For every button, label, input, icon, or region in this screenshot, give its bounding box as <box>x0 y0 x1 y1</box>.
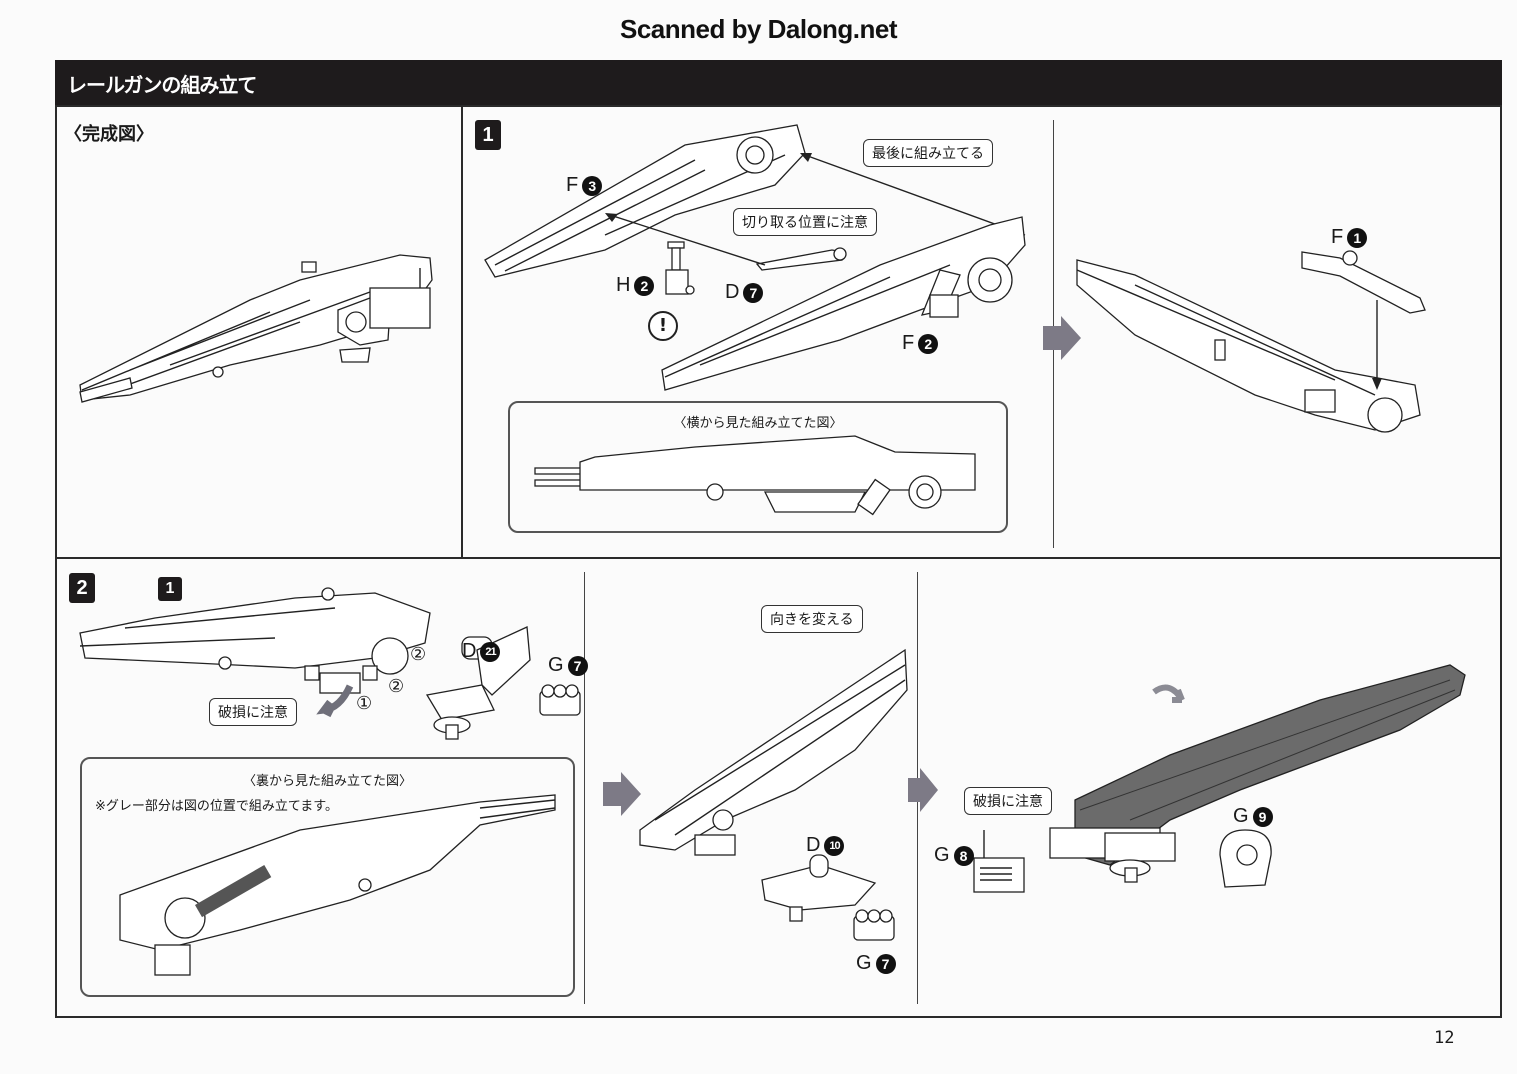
step1-part-f3-illustration <box>484 124 806 278</box>
scan-watermark: Scanned by Dalong.net <box>620 14 898 44</box>
rotate-hint-icon <box>1152 684 1185 703</box>
completed-railgun-illustration <box>79 254 433 403</box>
final-base-illustration <box>1049 827 1176 883</box>
callout-damage-warning-2: 破損に注意 <box>964 787 1052 815</box>
step2-railgun-illustration <box>79 587 431 694</box>
warning-icon: ! <box>648 311 678 341</box>
divider-completed-step1 <box>461 106 463 559</box>
next-arrow-icon <box>1043 316 1081 360</box>
step2-rotated-railgun-illustration <box>639 648 908 856</box>
side-view-caption: 〈横から見た組み立てた図〉 <box>673 416 843 431</box>
part-g7-illustration-2 <box>853 909 895 941</box>
step2-final-railgun-illustration <box>1074 664 1466 866</box>
callout-damage-warning: 破損に注意 <box>209 698 297 726</box>
side-view-illustration <box>534 435 976 516</box>
next-arrow-icon-3 <box>908 768 938 812</box>
part-g8-illustration <box>973 830 1025 893</box>
back-view-caption: 〈裏から見た組み立てた図〉 <box>242 774 412 789</box>
divider-step2-a <box>584 572 585 1004</box>
page-number: 12 <box>1434 1028 1455 1048</box>
arrow-d7-to-f3 <box>605 213 766 266</box>
order-mark-1: ① <box>356 693 373 714</box>
part-d10-illustration <box>761 854 877 922</box>
callout-change-direction: 向きを変える <box>761 605 863 633</box>
section-title: レールガンの組み立て <box>67 73 257 97</box>
side-view-box <box>508 401 1008 533</box>
back-view-box <box>80 757 575 997</box>
order-mark-2b: ② <box>410 644 427 665</box>
section-header: レールガンの組み立て <box>55 60 1502 106</box>
divider-row <box>56 557 1501 559</box>
back-view-note: ※グレー部分は図の位置で組み立てます。 <box>95 799 338 814</box>
part-f1-illustration <box>1301 250 1426 314</box>
arrow-f1-down <box>1372 300 1382 390</box>
part-h2-illustration <box>665 241 695 295</box>
completed-label: 〈完成図〉 <box>64 124 154 145</box>
step-1-ref-badge: 1 <box>158 577 182 601</box>
callout-cut-position: 切り取る位置に注意 <box>733 208 877 236</box>
next-arrow-icon-2 <box>603 772 641 816</box>
arrow-assemble-last <box>800 153 1026 236</box>
part-g7-illustration <box>539 684 581 716</box>
order-mark-2a: ② <box>388 676 405 697</box>
part-g9-illustration <box>1219 829 1272 888</box>
step-1-badge: 1 <box>475 120 501 150</box>
rotate-arrow-icon <box>316 684 354 718</box>
step1-part-f2-illustration <box>661 216 1026 391</box>
step-2-badge: 2 <box>69 573 95 603</box>
callout-assemble-last: 最後に組み立てる <box>863 139 993 167</box>
back-view-illustration <box>119 794 556 976</box>
part-d7-illustration <box>755 247 847 271</box>
step1-assembled-illustration <box>1076 259 1421 433</box>
instruction-frame <box>55 105 1502 1018</box>
